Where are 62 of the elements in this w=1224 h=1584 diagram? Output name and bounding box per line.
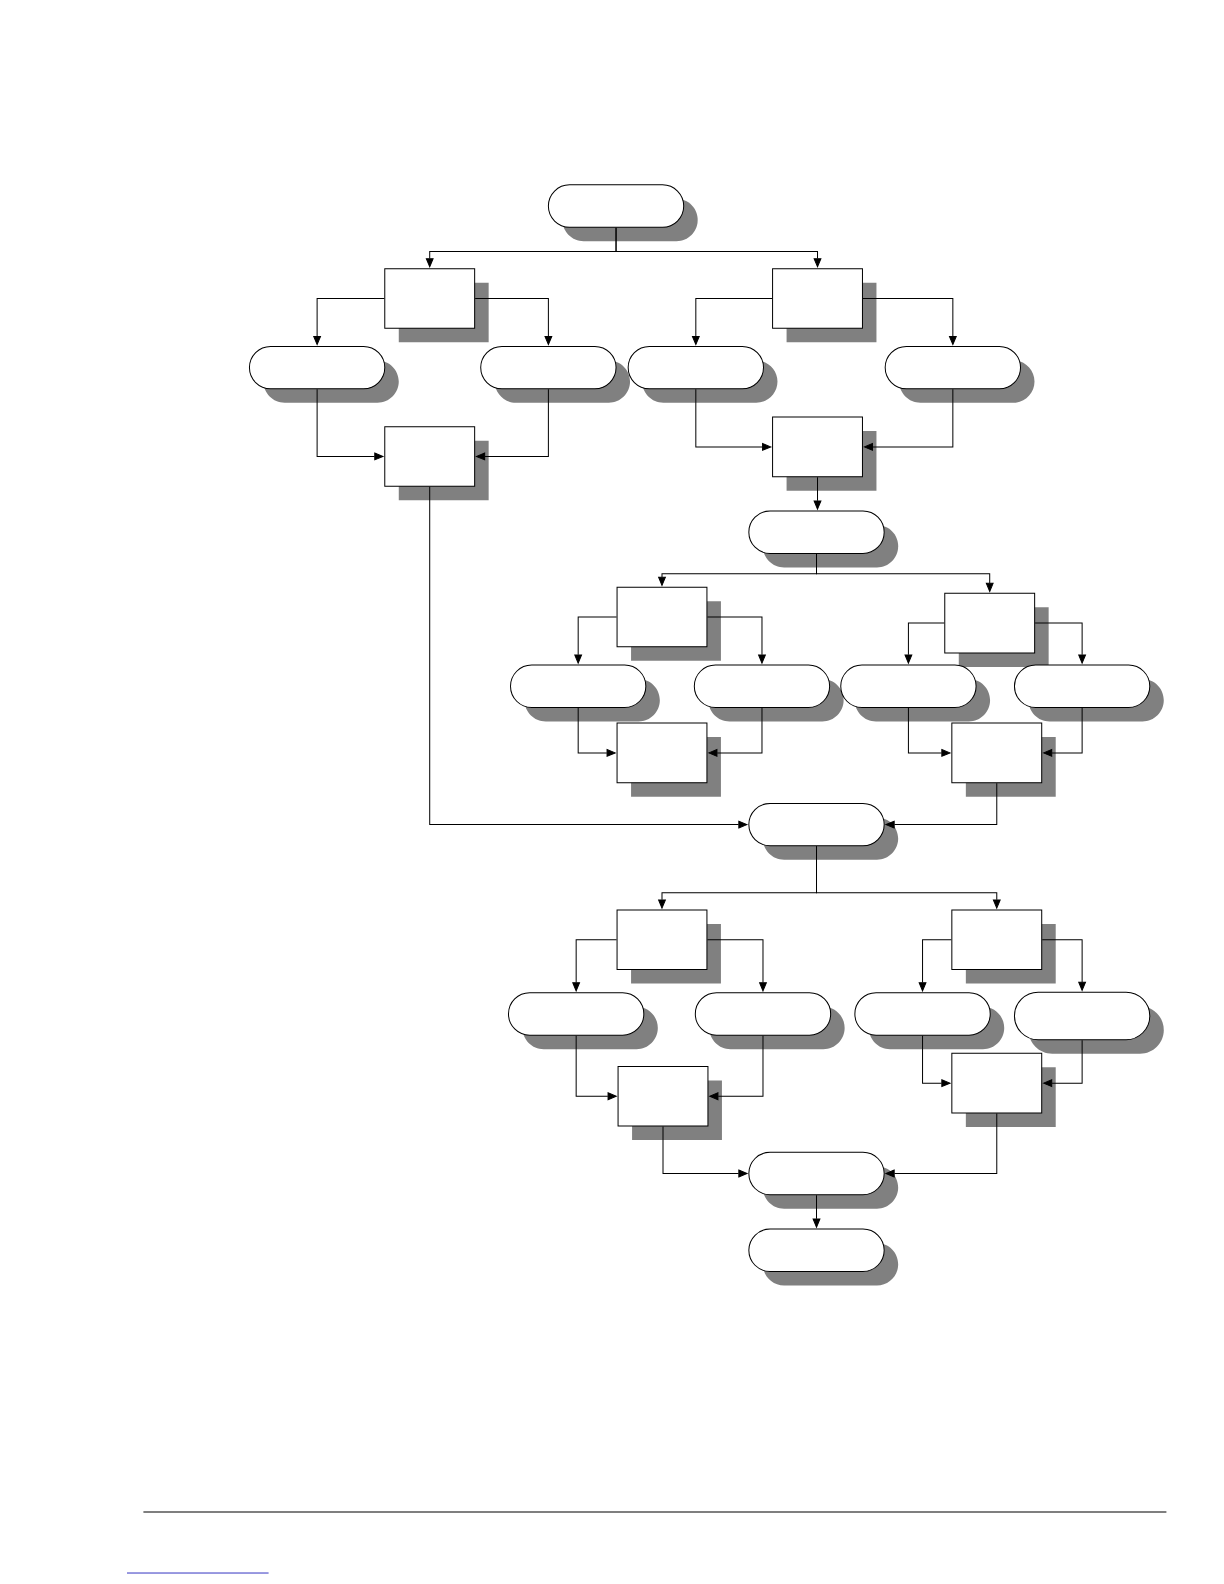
rounded-box — [248, 345, 399, 403]
arrow — [709, 1035, 764, 1101]
arrow — [615, 227, 822, 268]
process-box — [616, 586, 721, 661]
arrow — [1043, 707, 1083, 757]
process-box — [617, 1065, 722, 1141]
arrow — [816, 553, 994, 592]
arrow — [313, 297, 385, 346]
rounded-box — [1013, 664, 1164, 722]
arrow — [918, 939, 952, 992]
arrow — [575, 1035, 617, 1101]
arrow — [862, 297, 957, 346]
arrow — [691, 297, 773, 346]
arrow — [1034, 622, 1086, 664]
rounded-box — [748, 802, 899, 860]
arrow — [812, 1194, 821, 1228]
arrow — [885, 782, 998, 829]
arrow — [863, 388, 954, 451]
rounded-box — [694, 992, 845, 1050]
arrow — [708, 707, 763, 757]
arrow — [574, 616, 618, 664]
process-box — [772, 268, 877, 343]
arrow — [907, 707, 951, 757]
arrow — [572, 939, 618, 992]
rounded-box — [510, 664, 660, 722]
arrow — [662, 1126, 748, 1178]
rounded-box — [840, 664, 991, 722]
rounded-box — [748, 1228, 899, 1286]
process-box — [384, 426, 489, 501]
arrow — [904, 622, 945, 664]
arrow — [922, 1035, 951, 1087]
arrow — [476, 388, 549, 461]
arrow — [1041, 939, 1086, 991]
arrow — [474, 297, 553, 346]
process-box — [951, 722, 1056, 797]
arrow — [1043, 1039, 1083, 1087]
arrow — [885, 1112, 998, 1178]
rounded-box — [508, 992, 658, 1050]
process-box — [944, 592, 1049, 667]
process-box — [772, 416, 877, 491]
arrow — [695, 388, 772, 451]
arrow — [816, 845, 1001, 909]
rounded-box — [748, 1151, 899, 1209]
rounded-box — [1013, 991, 1164, 1054]
arrow — [429, 486, 748, 829]
arrow — [316, 388, 384, 461]
process-box — [616, 722, 721, 797]
rounded-box — [693, 664, 844, 722]
rounded-box — [627, 345, 778, 403]
process-box — [384, 268, 489, 343]
rounded-box — [854, 992, 1005, 1050]
process-box — [616, 909, 721, 984]
arrow — [577, 707, 616, 757]
process-box — [951, 1052, 1056, 1127]
arrow — [706, 616, 766, 664]
rounded-box — [748, 510, 899, 568]
rounded-box — [547, 184, 698, 242]
rounded-box — [884, 345, 1035, 403]
arrow — [813, 476, 822, 510]
rounded-box — [480, 345, 631, 403]
process-box — [951, 909, 1056, 984]
arrow — [706, 939, 767, 992]
